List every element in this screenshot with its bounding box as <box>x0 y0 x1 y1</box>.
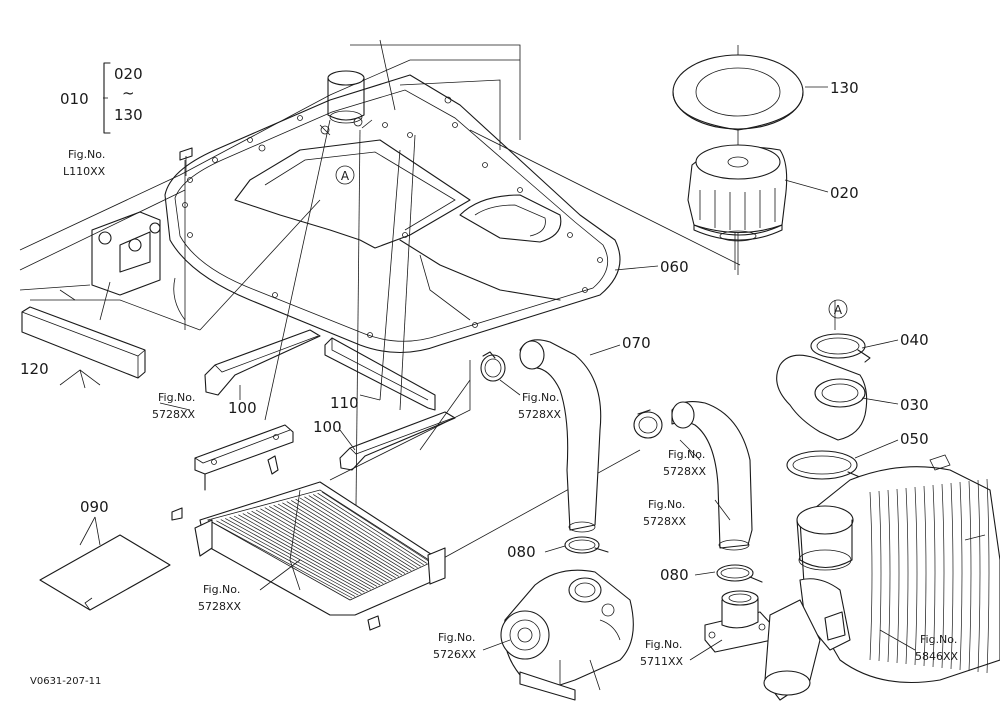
fig-ref-l110-label: Fig.No. <box>68 148 105 161</box>
clamp-050 <box>786 450 863 485</box>
label-020-range: 020 <box>114 65 143 83</box>
elbow-030 <box>776 354 868 441</box>
callout-a-left-text: A <box>341 169 350 183</box>
turbocharger <box>500 569 634 701</box>
label-leaders <box>79 86 916 661</box>
hose-second <box>671 401 753 551</box>
fig-ref-hose2-label: Fig.No. <box>648 498 685 511</box>
label-130-range: 130 <box>114 106 143 124</box>
part-labels: 010 020 ~ 130 130 020 060 070 040 030 05… <box>20 65 929 584</box>
callout-a-right: A <box>828 299 848 319</box>
fig-ref-cleaner: 5846XX <box>915 650 959 663</box>
plate-060 <box>164 74 621 354</box>
fig-ref-cleaner-label: Fig.No. <box>920 633 957 646</box>
bracket <box>194 424 294 491</box>
bolt <box>179 147 193 176</box>
label-100-upper: 100 <box>228 399 257 417</box>
fig-ref-intercooler: 5728XX <box>198 600 242 613</box>
seal-strips <box>21 306 456 471</box>
fig-ref-fitting: 5711XX <box>640 655 684 668</box>
fig-ref-l110: L110XX <box>63 165 106 178</box>
label-080-left: 080 <box>507 543 536 561</box>
clamp-080-left <box>564 536 609 554</box>
label-100-lower: 100 <box>313 418 342 436</box>
intercooler <box>171 481 446 631</box>
label-130: 130 <box>830 79 859 97</box>
figure-references: Fig.No. L110XX Fig.No. 5728XX Fig.No. 57… <box>63 148 959 668</box>
fig-ref-fitting-label: Fig.No. <box>645 638 682 651</box>
label-040: 040 <box>900 331 929 349</box>
clamp-080-right <box>716 564 763 583</box>
label-030: 030 <box>900 396 929 414</box>
label-090: 090 <box>80 498 109 516</box>
fig-ref-hose2: 5728XX <box>643 515 687 528</box>
label-050: 050 <box>900 430 929 448</box>
fig-ref-hose: 5728XX <box>663 465 707 478</box>
clamp-right <box>633 409 663 439</box>
fig-ref-clamp-label: Fig.No. <box>522 391 559 404</box>
label-range-separator: ~ <box>122 84 135 102</box>
mounting-holes <box>182 115 603 338</box>
range-bracket <box>103 62 111 134</box>
label-070: 070 <box>622 334 651 352</box>
clamp-left <box>480 351 506 382</box>
air-cleaner-fins <box>869 478 990 674</box>
callout-a-left: A <box>335 165 355 185</box>
drawing-code: V0631-207-11 <box>30 676 101 687</box>
hose-070 <box>519 339 602 533</box>
fig-ref-intercooler-label: Fig.No. <box>203 583 240 596</box>
cap-020 <box>687 144 788 242</box>
clamp-040 <box>810 333 871 363</box>
label-110: 110 <box>330 394 359 412</box>
label-080-right: 080 <box>660 566 689 584</box>
fig-ref-turbo: 5726XX <box>433 648 477 661</box>
fitting-5711 <box>704 590 773 653</box>
fig-ref-bracket: 5728XX <box>152 408 196 421</box>
callout-a-right-text: A <box>834 303 843 317</box>
label-010: 010 <box>60 90 89 108</box>
ring-130 <box>672 54 804 131</box>
intercooler-fins <box>211 491 431 599</box>
pipe-stub <box>258 70 452 152</box>
fig-ref-clamp: 5728XX <box>518 408 562 421</box>
air-cleaner <box>763 454 1000 701</box>
label-060: 060 <box>660 258 689 276</box>
background-frame <box>19 39 521 331</box>
fig-ref-hose-label: Fig.No. <box>668 448 705 461</box>
label-020: 020 <box>830 184 859 202</box>
fig-ref-turbo-label: Fig.No. <box>438 631 475 644</box>
sheet-090 <box>39 516 171 611</box>
label-120: 120 <box>20 360 49 378</box>
fig-ref-bracket-label: Fig.No. <box>158 391 195 404</box>
